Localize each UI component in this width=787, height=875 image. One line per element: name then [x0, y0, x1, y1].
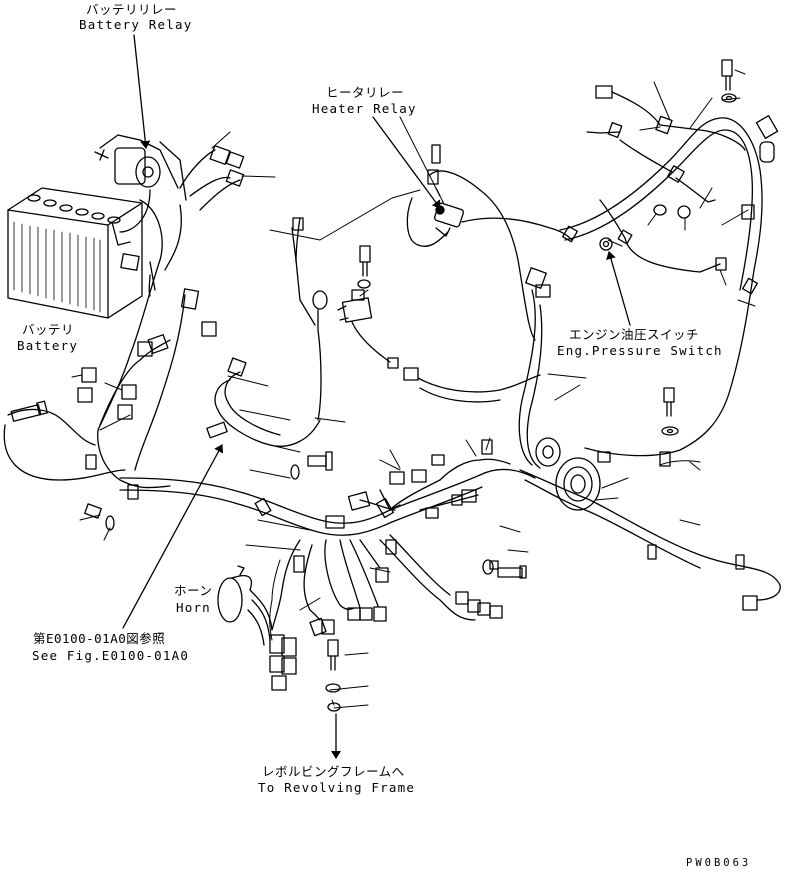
- heater-relay-arrow: [372, 116, 441, 209]
- grommet-icon: [555, 457, 601, 511]
- eng-pressure-switch-label-jp: エンジン油圧スイッチ: [569, 327, 700, 342]
- battery-ground-cable: [164, 204, 182, 271]
- heater-relay-arrow-2: [399, 116, 445, 205]
- see-fig-label-en: See Fig.E0100-01A0: [32, 648, 190, 663]
- battery-label-en: Battery: [17, 338, 79, 353]
- horn-label-jp: ホーン: [174, 583, 213, 598]
- bolt-icon: [653, 59, 779, 219]
- eng-pressure-switch-label-en: Eng.Pressure Switch: [557, 343, 723, 358]
- revolving-frame-label-en: To Revolving Frame: [258, 780, 416, 795]
- connector-icon: [387, 357, 419, 381]
- connector-icon: [269, 454, 503, 691]
- terminal-icon: [292, 217, 328, 331]
- battery-relay-arrow: [133, 34, 151, 149]
- connector-icon: [77, 253, 217, 420]
- connector-icon: [206, 357, 247, 439]
- see-fig-label-jp: 第E0100-01A0図参照: [33, 631, 166, 646]
- left-harness: [3, 424, 126, 481]
- revolving-frame-label-jp: レボルビングフレームへ: [262, 764, 405, 779]
- horn-label-en: Horn: [176, 600, 211, 615]
- connector-icon: [562, 85, 775, 295]
- see-fig-arrow: [122, 444, 224, 629]
- leader-line: [79, 131, 727, 709]
- heater-relay-wire: [406, 197, 449, 247]
- main-harness: [119, 468, 536, 524]
- bolt-icon: [84, 245, 679, 712]
- heater-relay-label-en: Heater Relay: [312, 101, 417, 116]
- upper-right-harness: [559, 117, 763, 457]
- connector-icon: [647, 544, 781, 611]
- heater-relay-icon: [433, 202, 465, 237]
- drawing-number: PW0B063: [686, 857, 752, 869]
- battery-label-jp: バッテリ: [22, 322, 75, 337]
- clamp-icon: [85, 439, 671, 573]
- sensor-icon: [10, 400, 48, 422]
- switch-icon: [337, 289, 391, 363]
- terminal-icon: [427, 144, 441, 197]
- battery-icon: [7, 187, 143, 319]
- eng-pressure-switch-arrow: [606, 251, 631, 326]
- horn-icon: [217, 565, 253, 623]
- connector-icon: [179, 145, 276, 211]
- connector-icon: [525, 267, 611, 467]
- heater-relay-label-jp: ヒータリレー: [326, 85, 405, 100]
- battery-relay-icon: [94, 134, 187, 201]
- battery-relay-label-en: Battery Relay: [79, 17, 193, 32]
- eng-pressure-switch-icon: [599, 237, 613, 251]
- battery-relay-label-jp: バッテリリレー: [86, 2, 178, 17]
